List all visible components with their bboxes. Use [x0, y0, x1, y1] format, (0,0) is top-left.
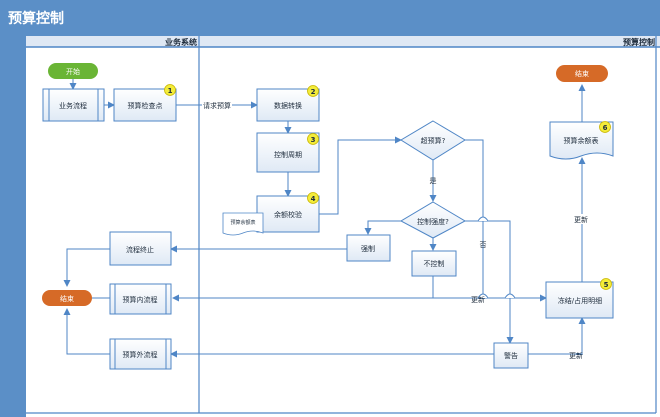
- warning-label: 警告: [504, 351, 518, 360]
- out-budget-label: 预算外流程: [123, 350, 158, 359]
- balance-doc-left: 预算余额表: [222, 212, 264, 236]
- out-budget-node: 预算外流程: [109, 338, 172, 370]
- badge-2: 2: [311, 88, 316, 96]
- freeze-detail-label: 冻结/占用明细: [558, 296, 602, 305]
- badge-5: 5: [604, 281, 609, 289]
- data-transform-node: 数据转换 2: [256, 85, 320, 122]
- edge-outbudget-to-end: [63, 308, 110, 355]
- start-label: 开始: [66, 67, 80, 76]
- control-strength-decision: 控制强度?: [399, 201, 467, 239]
- lane-header-strip: [0, 36, 660, 47]
- business-flow-node: 业务流程: [42, 88, 105, 122]
- balance-doc-right: 预算余额表 6: [549, 121, 614, 160]
- left-rail: [0, 36, 26, 417]
- edge-nocontrol-to-inbudget: [172, 276, 434, 302]
- edge-label-update-3: 更新: [574, 215, 588, 224]
- no-control-node: 不控制: [411, 250, 457, 277]
- badge-6: 6: [603, 124, 608, 132]
- edge-warning-to-freeze: [528, 317, 586, 355]
- budget-checkpoint-label: 预算检查点: [128, 101, 163, 110]
- lane-title-budget: 预算控制: [623, 37, 655, 47]
- edge-label-bg: [202, 99, 232, 110]
- control-period-node: 控制周期 3: [256, 132, 320, 173]
- in-budget-node: 预算内流程: [109, 283, 172, 315]
- warning-node: 警告: [493, 342, 529, 369]
- data-transform-label: 数据转换: [274, 101, 302, 110]
- control-strength-label: 控制强度?: [417, 217, 449, 226]
- edge-label-bg: [570, 214, 592, 224]
- lane-title-business: 业务系统: [165, 37, 197, 47]
- edge-label-no: 否: [480, 241, 487, 249]
- edge-terminate-to-end: [63, 248, 110, 287]
- control-period-label: 控制周期: [274, 150, 302, 159]
- edge-label-update-2: 更新: [569, 351, 583, 360]
- budget-checkpoint-node: 预算检查点 1: [113, 84, 177, 122]
- edge-no: [465, 139, 484, 295]
- edge-to-strong: [364, 220, 401, 235]
- end-left-node: 结束: [42, 290, 92, 306]
- balance-doc-right-label: 预算余额表: [564, 136, 599, 145]
- strong-node: 强制: [346, 234, 391, 262]
- end-right-node: 结束: [556, 65, 608, 82]
- over-budget-decision: 超预算?: [400, 120, 466, 161]
- line-hop-2: [477, 293, 489, 299]
- process-end-label: 流程终止: [126, 245, 154, 254]
- badge-4: 4: [311, 195, 316, 203]
- end-left-label: 结束: [60, 294, 74, 303]
- balance-doc-left-label: 预算余额表: [230, 219, 255, 226]
- balance-check-node: 余额校验 4: [256, 192, 320, 233]
- badge-3: 3: [311, 136, 316, 144]
- over-budget-label: 超预算?: [421, 136, 446, 145]
- balance-check-label: 余额校验: [274, 210, 302, 219]
- start-node: 开始: [48, 63, 98, 79]
- edge-check-to-over: [319, 136, 402, 215]
- in-budget-label: 预算内流程: [123, 295, 158, 304]
- line-hop-3: [504, 293, 516, 299]
- process-end-node: 流程终止: [109, 231, 172, 266]
- badge-1: 1: [168, 87, 173, 95]
- no-control-label: 不控制: [424, 259, 445, 268]
- edge-label-request: 请求预算: [203, 101, 231, 110]
- page-title: 预算控制: [8, 10, 64, 27]
- edges: [63, 79, 586, 358]
- end-right-label: 结束: [575, 69, 589, 78]
- line-hop-1: [477, 216, 489, 222]
- edge-label-update-1: 更新: [471, 295, 485, 304]
- edge-to-warning: [465, 220, 514, 344]
- header-bar: [0, 0, 660, 36]
- edge-label-yes: 是: [430, 177, 437, 185]
- freeze-detail-node: 冻结/占用明细 5: [545, 278, 614, 319]
- strong-label: 强制: [361, 244, 375, 253]
- business-flow-label: 业务流程: [59, 101, 87, 110]
